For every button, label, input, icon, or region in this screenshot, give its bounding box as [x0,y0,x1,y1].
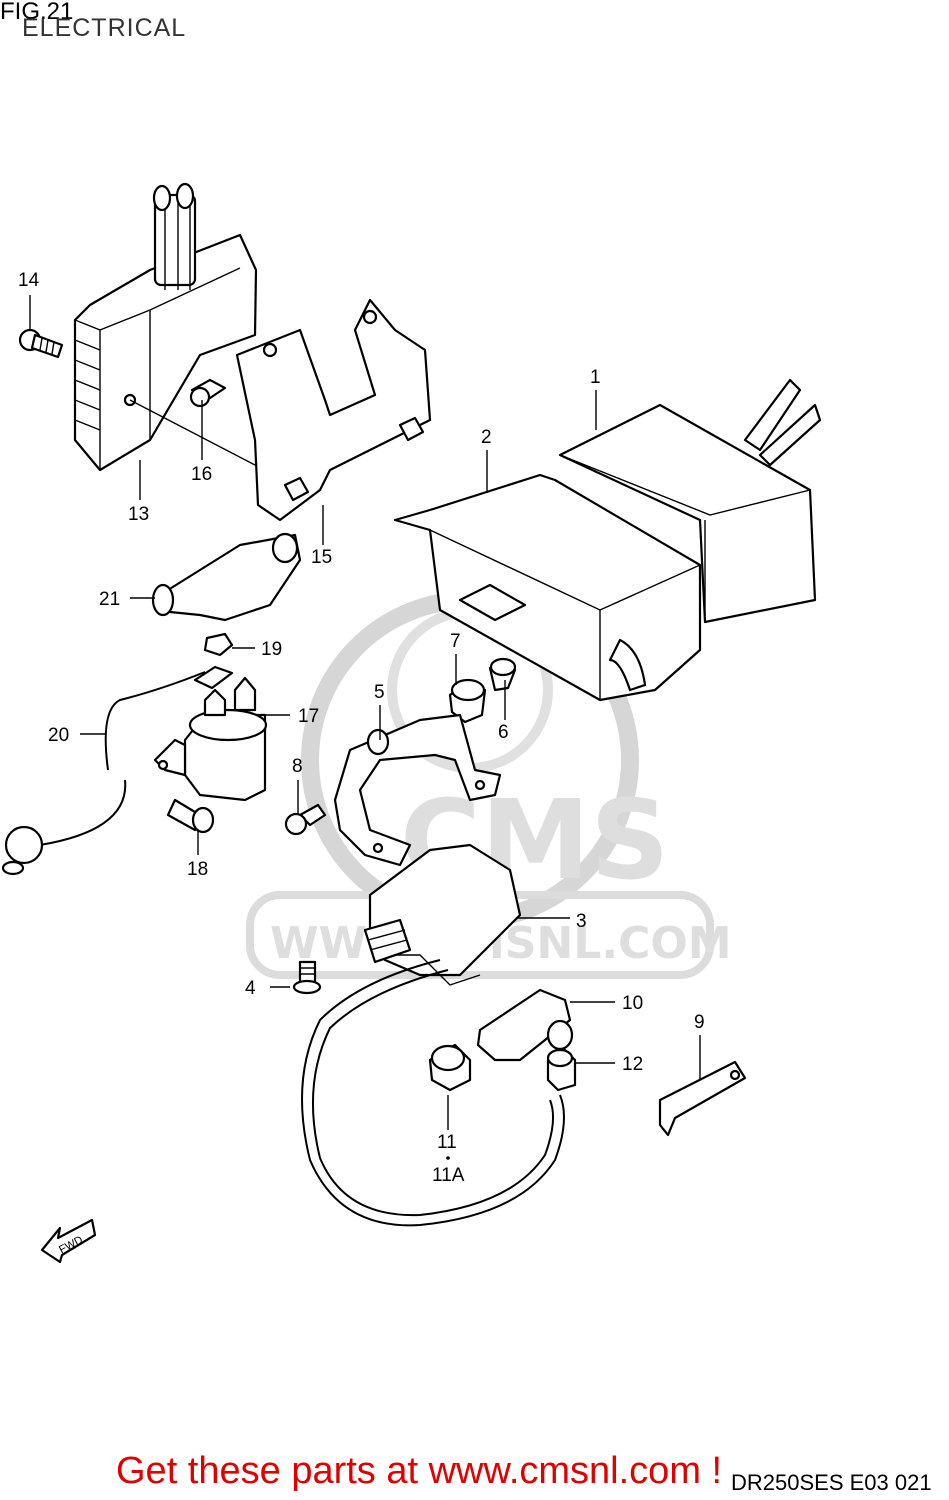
callout-21: 21 [99,589,120,610]
callout-13: 13 [128,504,149,525]
callout-4: 4 [245,978,256,999]
bolt-part-8 [284,803,327,836]
callout-16: 16 [191,464,212,485]
spark-plug-cap-part-10 [301,959,574,1227]
callout-9: 9 [694,1012,705,1033]
nut-part-19 [203,632,234,657]
clamp-part-9 [658,1060,747,1137]
figure-title: ELECTRICAL [22,14,187,42]
lead-wire-part-20 [1,665,234,876]
part-number-callouts: 1 2 3 4 5 6 7 8 9 10 11 11A 12 13 14 15 … [18,270,705,1186]
callout-19: 19 [261,639,282,660]
callout-3: 3 [576,911,587,932]
callout-8: 8 [292,756,303,777]
callout-2: 2 [481,427,492,448]
collar-part-6 [488,657,517,692]
ignition-case-part-2 [393,473,702,702]
ignition-coil-part-3 [363,843,522,986]
callout-dot [446,1156,450,1160]
callout-14: 14 [18,270,40,291]
callout-11a: 11A [432,1165,465,1186]
callout-12: 12 [622,1054,643,1075]
callout-7: 7 [450,631,461,652]
callout-18: 18 [187,859,208,880]
callout-17: 17 [298,706,319,727]
callout-6: 6 [498,722,509,743]
bolt-part-16 [189,378,227,408]
callout-20: 20 [48,725,69,746]
leader-lines [29,295,701,1130]
screw-part-4 [292,960,322,995]
callout-5: 5 [374,682,385,703]
diagram-code: DR250SES E03 021 [731,1470,932,1495]
figure-number: FIG.21 [0,0,74,25]
mounting-bracket-part-15 [235,298,432,522]
bracket-part-5 [333,713,502,867]
grommet-part-7 [448,678,487,724]
cap-part-21 [151,532,302,622]
regulator-rectifier-part [73,182,258,472]
screw-part-18 [166,798,215,834]
callout-11: 11 [437,1132,457,1153]
callout-15: 15 [311,547,332,568]
starter-relay-part-17 [153,676,268,802]
callout-1: 1 [590,367,601,388]
buy-parts-link[interactable]: Get these parts at www.cmsnl.com ! [116,1450,723,1492]
suppressor-cap-part-11 [428,1043,472,1092]
callout-10: 10 [622,993,643,1014]
cmsnl-watermark: CMS WWW.CMSNL.COM [246,591,732,979]
bolt-part-14 [18,328,64,359]
cdi-unit-part-1 [558,378,822,624]
seal-part-12 [546,1048,577,1092]
forward-direction-icon: FWD [40,1218,97,1264]
